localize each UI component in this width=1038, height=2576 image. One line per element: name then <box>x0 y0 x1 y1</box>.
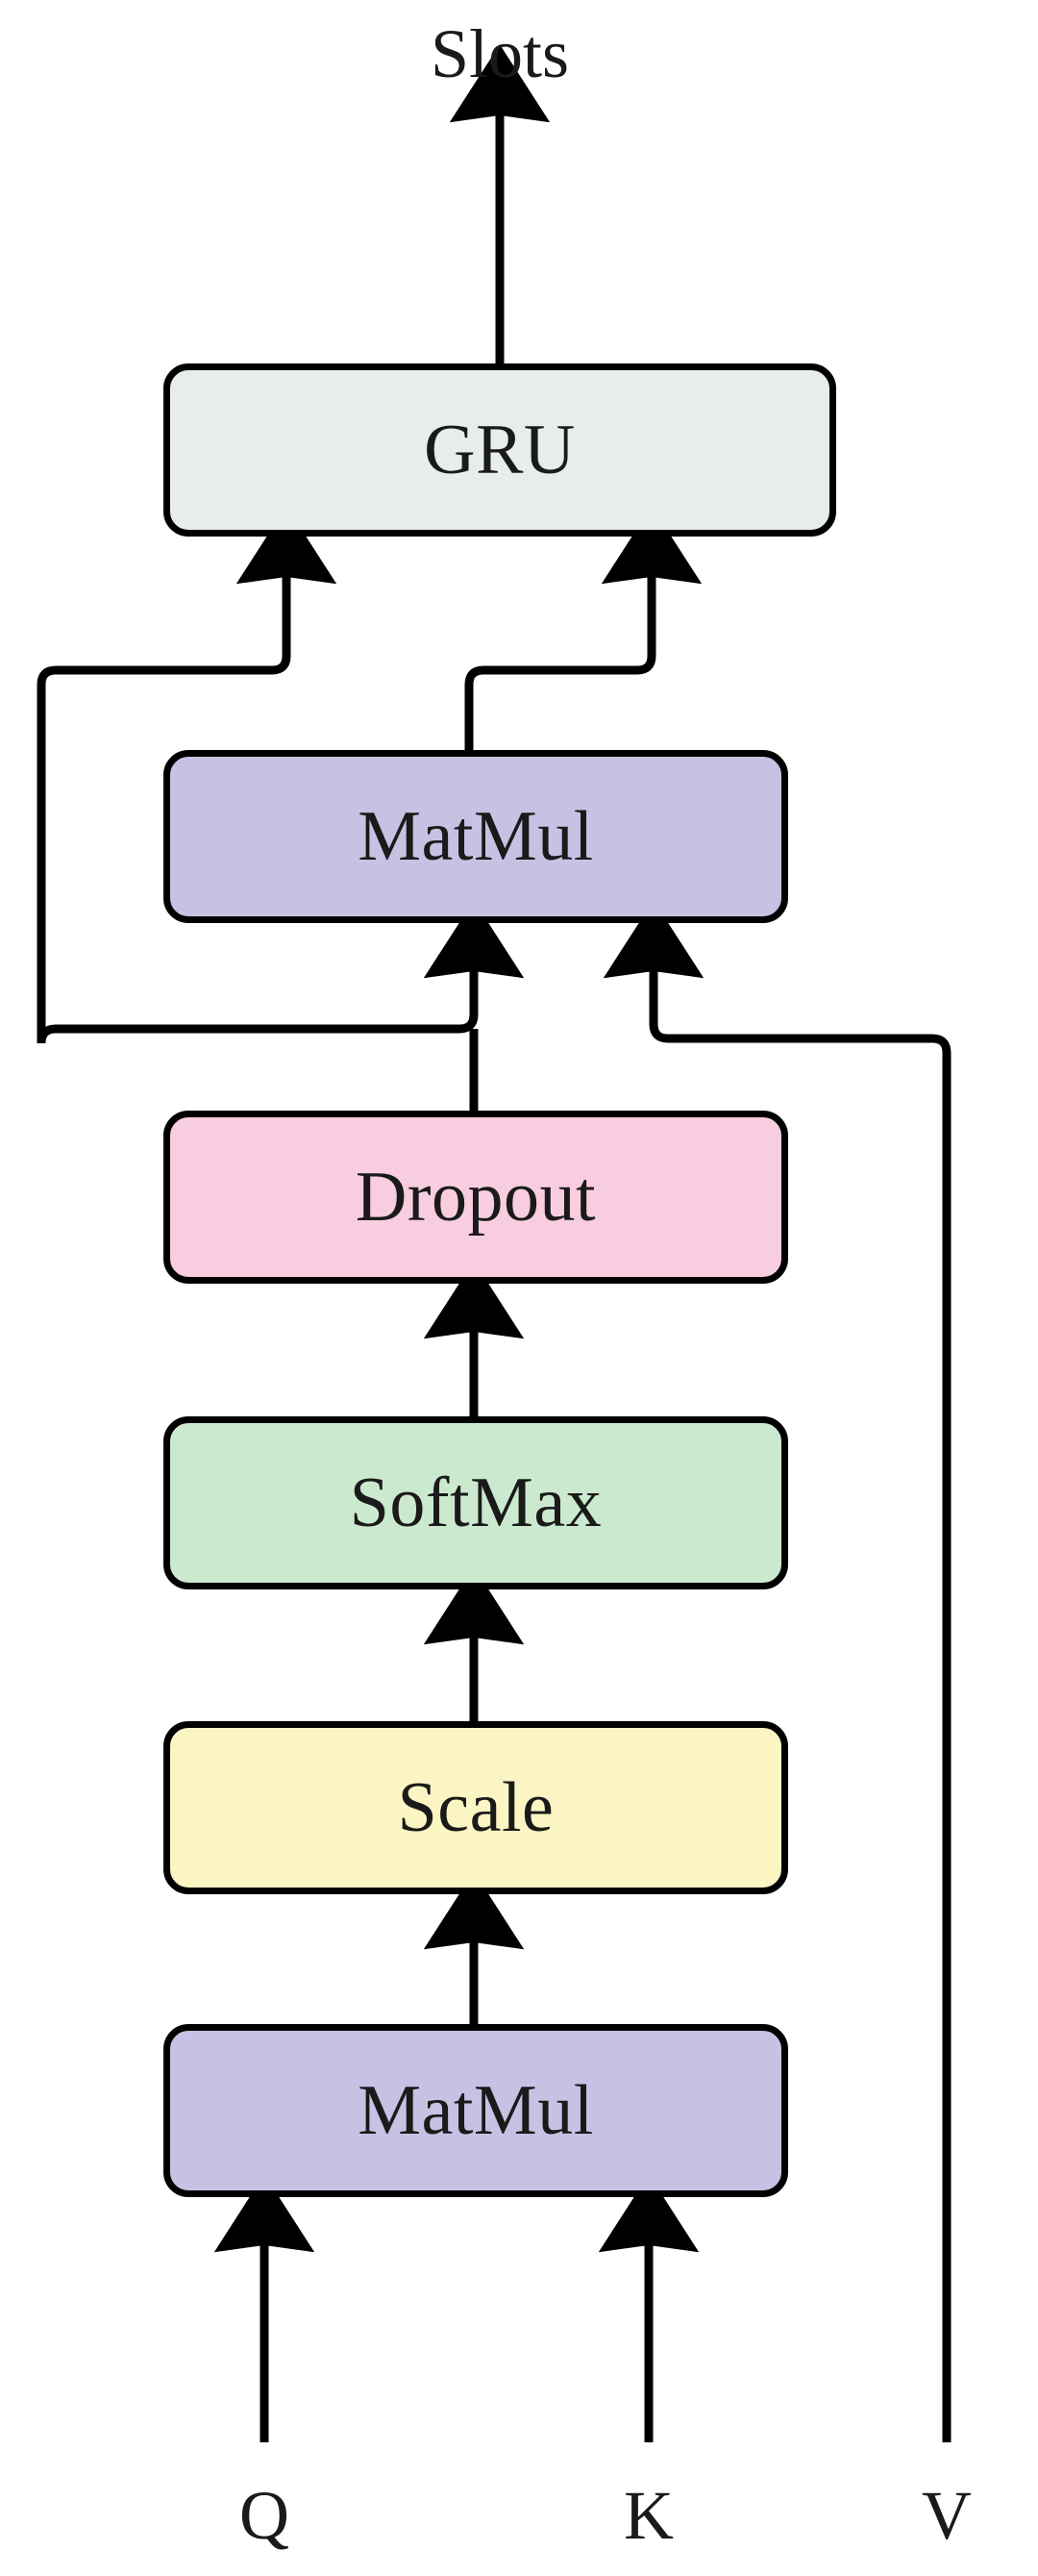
value-input-label: V <box>922 2477 972 2554</box>
node-softmax-label: SoftMax <box>349 1463 603 1542</box>
node-gru-label: GRU <box>424 411 576 489</box>
edge-residual-to-gru <box>37 506 337 1043</box>
node-matmul-top-label: MatMul <box>358 797 594 876</box>
key-input-label: K <box>624 2477 674 2554</box>
node-scale-label: Scale <box>397 1768 555 1847</box>
node-scale[interactable]: Scale <box>163 1721 788 1894</box>
node-matmul-bottom[interactable]: MatMul <box>163 2024 788 2197</box>
node-matmul-top[interactable]: MatMul <box>163 750 788 923</box>
query-input-label: Q <box>239 2477 289 2554</box>
node-matmul-bottom-label: MatMul <box>358 2071 594 2150</box>
edge-value-to-matmul <box>603 900 952 2442</box>
node-softmax[interactable]: SoftMax <box>163 1416 788 1589</box>
node-dropout-label: Dropout <box>355 1158 597 1237</box>
node-dropout[interactable]: Dropout <box>163 1111 788 1284</box>
edge-dropout-to-matmul <box>37 900 525 1044</box>
edge-matmul-to-gru <box>464 506 703 750</box>
slots-output-label: Slots <box>430 15 570 92</box>
node-gru[interactable]: GRU <box>163 363 836 537</box>
